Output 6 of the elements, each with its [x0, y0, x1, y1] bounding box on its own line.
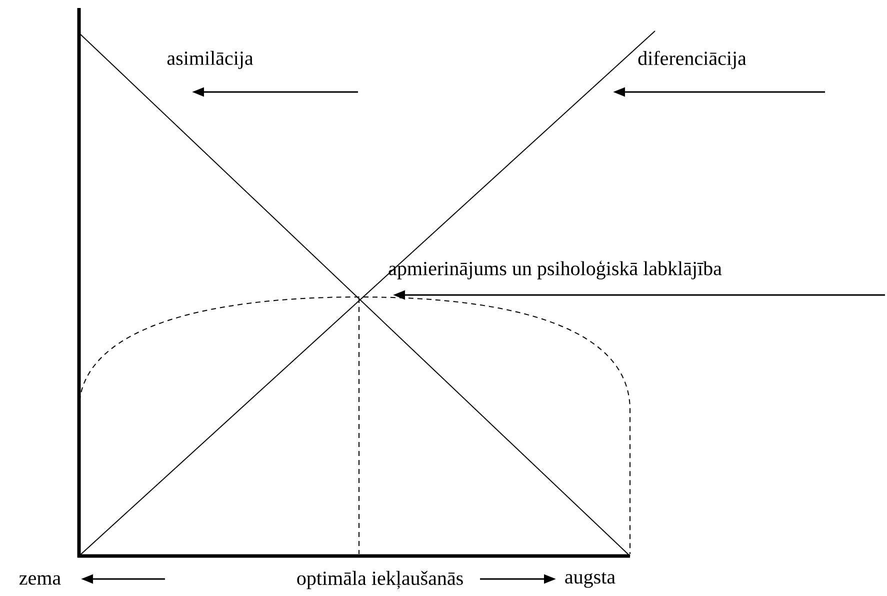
axis-label: optimāla iekļaušanās — [297, 570, 463, 590]
axis-label: augsta — [565, 572, 616, 588]
axis-label: asimilācija — [167, 50, 254, 70]
axis-label: apmierinājums un psiholoģiskā labklājība — [388, 260, 722, 280]
axis-label: diferenciācija — [638, 50, 746, 70]
axis-label: zema — [19, 575, 61, 585]
